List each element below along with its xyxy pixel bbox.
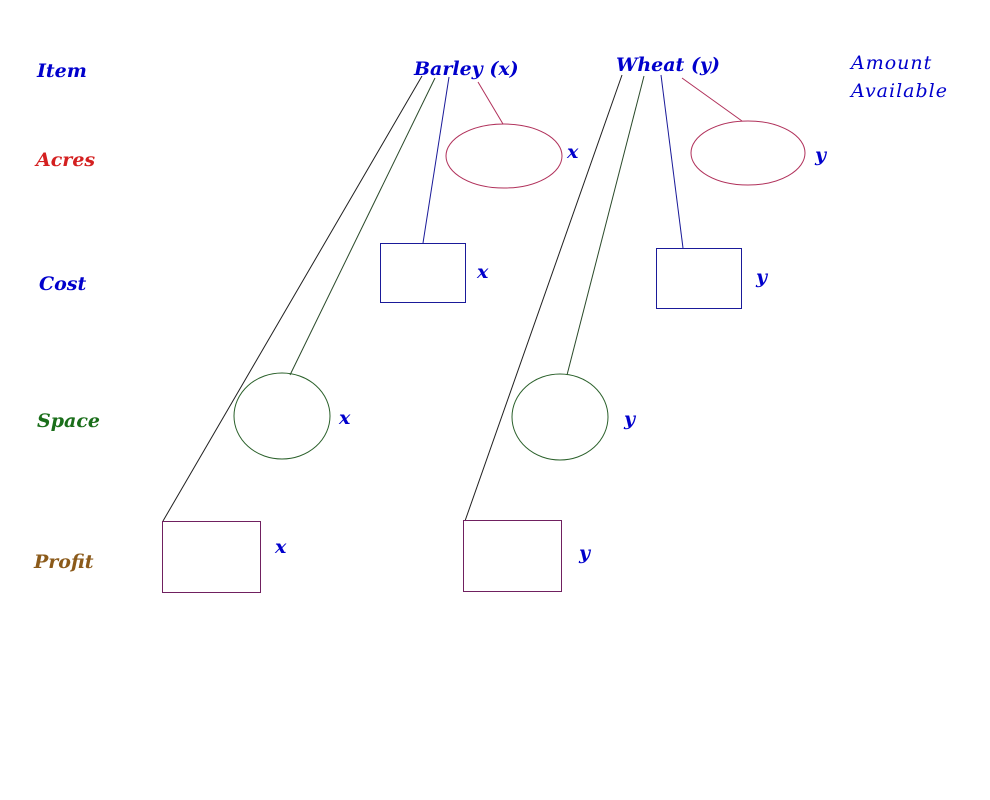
barley-space-variable: x (338, 407, 351, 429)
barley-acres-ellipse (445, 123, 563, 189)
wheat-space-ellipse (511, 373, 609, 461)
barley-cost-variable: x (476, 261, 489, 283)
wheat-acres-connector (681, 77, 743, 122)
wheat-acres-ellipse (690, 120, 806, 186)
barley-profit-connector (162, 75, 423, 522)
barley-acres-variable: x (566, 141, 579, 163)
barley-heading: Barley (x) (413, 58, 519, 80)
barley-cost-box (380, 243, 466, 303)
barley-cost-connector (422, 76, 450, 244)
row-label-acres: Acres (34, 149, 95, 171)
wheat-heading: Wheat (y) (616, 54, 720, 76)
barley-acres-connector (477, 81, 504, 125)
wheat-cost-box (656, 248, 742, 309)
wheat-space-variable: y (623, 408, 637, 430)
amount-available-line1: Amount (849, 52, 932, 74)
wheat-profit-variable: y (578, 542, 592, 564)
wheat-space-connector (566, 75, 645, 376)
barley-space-ellipse (233, 372, 331, 460)
row-label-space: Space (37, 410, 100, 432)
barley-space-connector (289, 77, 436, 376)
row-label-cost: Cost (39, 273, 86, 295)
wheat-profit-box (463, 520, 562, 592)
amount-available-line2: Available (849, 80, 948, 102)
wheat-cost-connector (660, 74, 684, 249)
wheat-cost-variable: y (755, 266, 769, 288)
wheat-acres-variable: y (814, 144, 828, 166)
barley-profit-box (162, 521, 261, 593)
row-label-profit: Profit (33, 551, 94, 573)
row-label-item: Item (36, 60, 87, 82)
barley-profit-variable: x (274, 536, 287, 558)
wheat-profit-connector (464, 74, 623, 522)
